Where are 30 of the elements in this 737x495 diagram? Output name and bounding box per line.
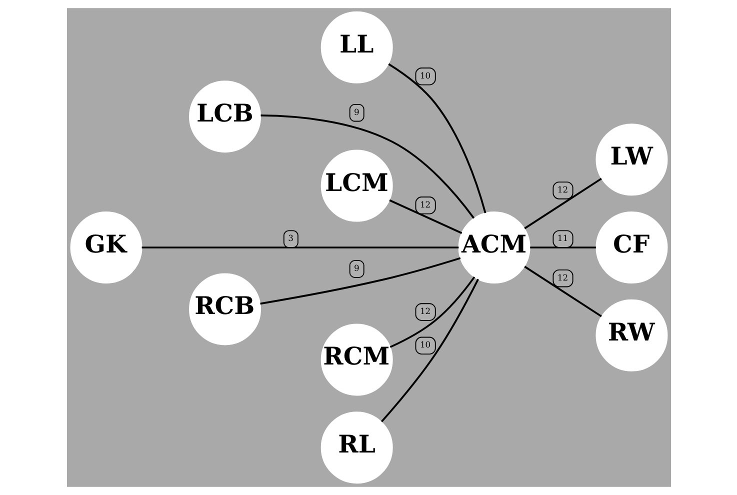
edge-label: 11 bbox=[556, 233, 568, 244]
node-circle: LL bbox=[320, 11, 392, 84]
connector bbox=[524, 178, 602, 230]
node-circle: RW bbox=[595, 299, 668, 372]
edge-label: 12 bbox=[419, 199, 430, 210]
node-circle: GK bbox=[70, 212, 142, 284]
node-circle: RCM bbox=[320, 324, 392, 396]
node-circle: RCB bbox=[188, 273, 260, 346]
connector bbox=[388, 199, 462, 234]
edge-label: 10 bbox=[419, 340, 430, 350]
edge-label: 10 bbox=[419, 70, 430, 80]
connector bbox=[141, 246, 458, 248]
edge-label: 12 bbox=[556, 184, 568, 195]
edge-label: 9 bbox=[354, 106, 359, 117]
node-circle: LW bbox=[595, 124, 668, 196]
edge-label: 12 bbox=[556, 272, 568, 282]
connector bbox=[530, 246, 596, 248]
node-circle: CF bbox=[595, 212, 668, 284]
connector bbox=[380, 278, 478, 422]
node-circle: RL bbox=[320, 412, 392, 484]
connector bbox=[524, 266, 602, 318]
node-circle: LCB bbox=[188, 80, 260, 153]
connector bbox=[389, 276, 475, 348]
edge-label: 3 bbox=[288, 233, 293, 244]
edge-label: 9 bbox=[354, 263, 359, 274]
edge-label: 12 bbox=[419, 306, 430, 316]
node-circle: LCM bbox=[320, 150, 392, 222]
node-circle: ACM bbox=[458, 212, 530, 284]
connector bbox=[260, 257, 460, 305]
connector bbox=[260, 114, 474, 219]
